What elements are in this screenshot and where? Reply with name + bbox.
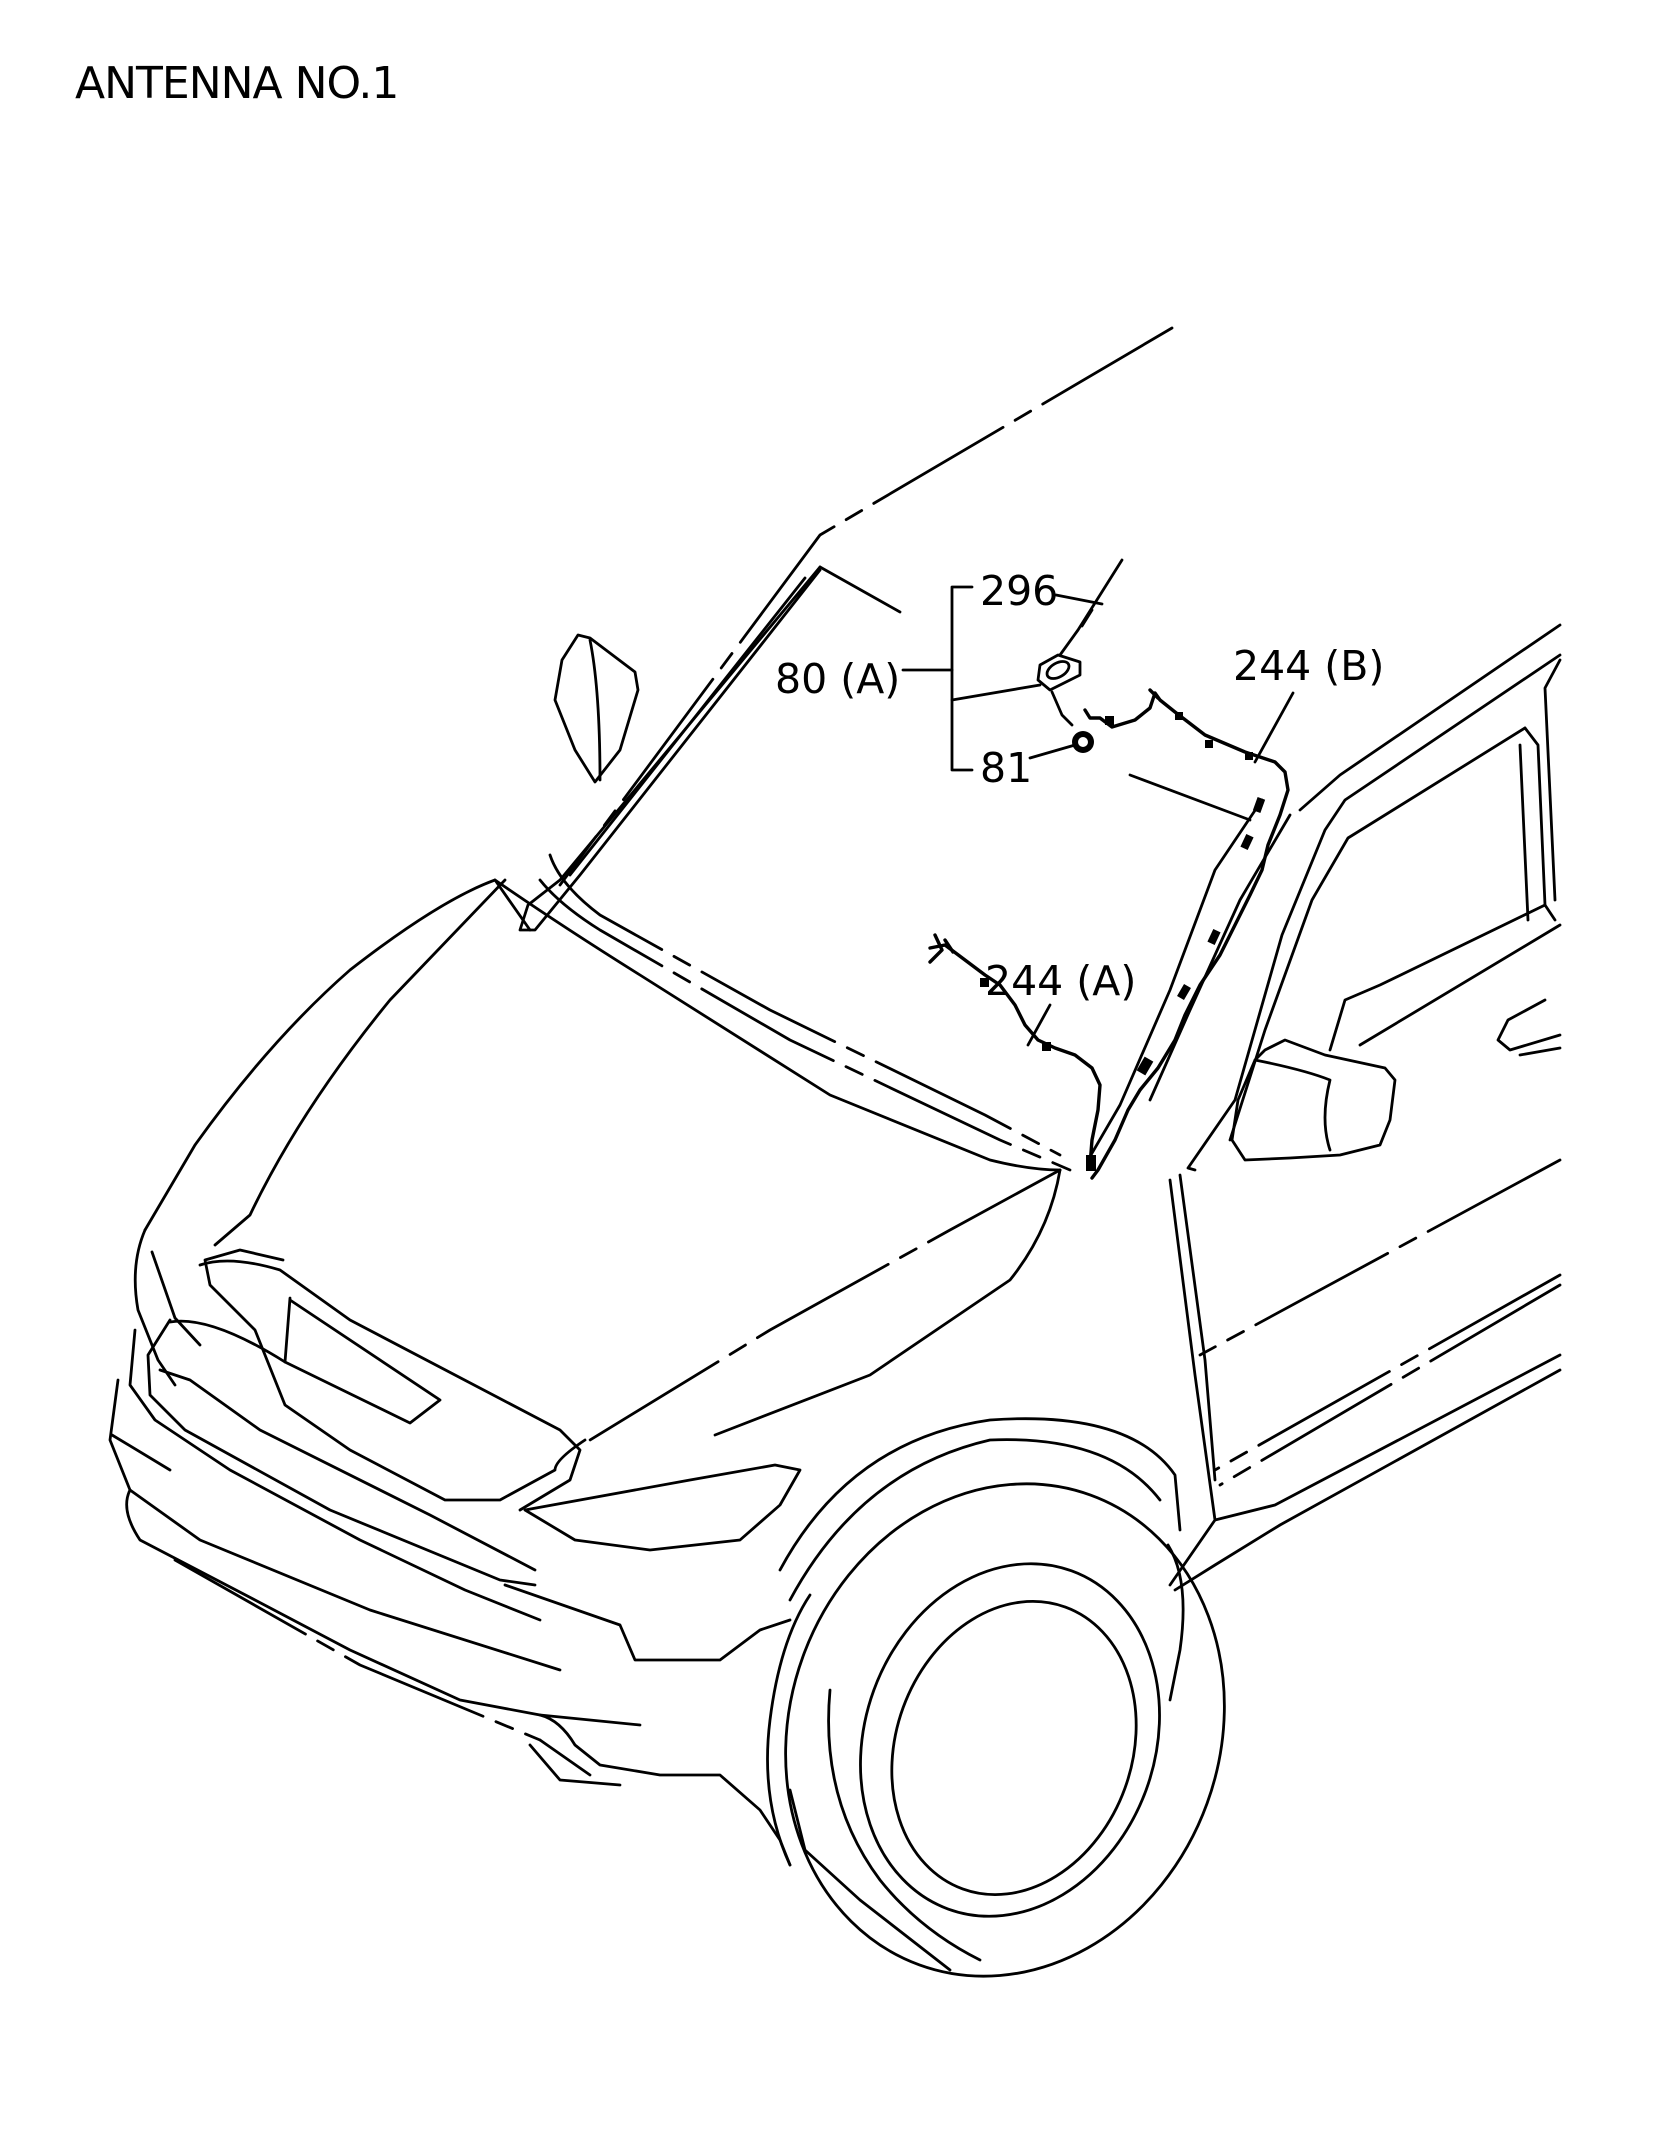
- callout-80a: 80 (A): [775, 655, 900, 703]
- page-title: ANTENNA NO.1: [75, 58, 399, 109]
- antenna-assembly: [1036, 558, 1124, 753]
- vehicle-outline: [108, 326, 1562, 1978]
- callout-81: 81: [980, 744, 1032, 792]
- antenna-cable-244a: [928, 933, 1102, 1171]
- leader-lines: [901, 585, 1295, 1047]
- callout-296: 296: [980, 567, 1058, 615]
- callout-244b: 244 (B): [1233, 642, 1384, 690]
- antenna-cable-244b: [1083, 688, 1290, 1180]
- callout-244a: 244 (A): [985, 957, 1136, 1005]
